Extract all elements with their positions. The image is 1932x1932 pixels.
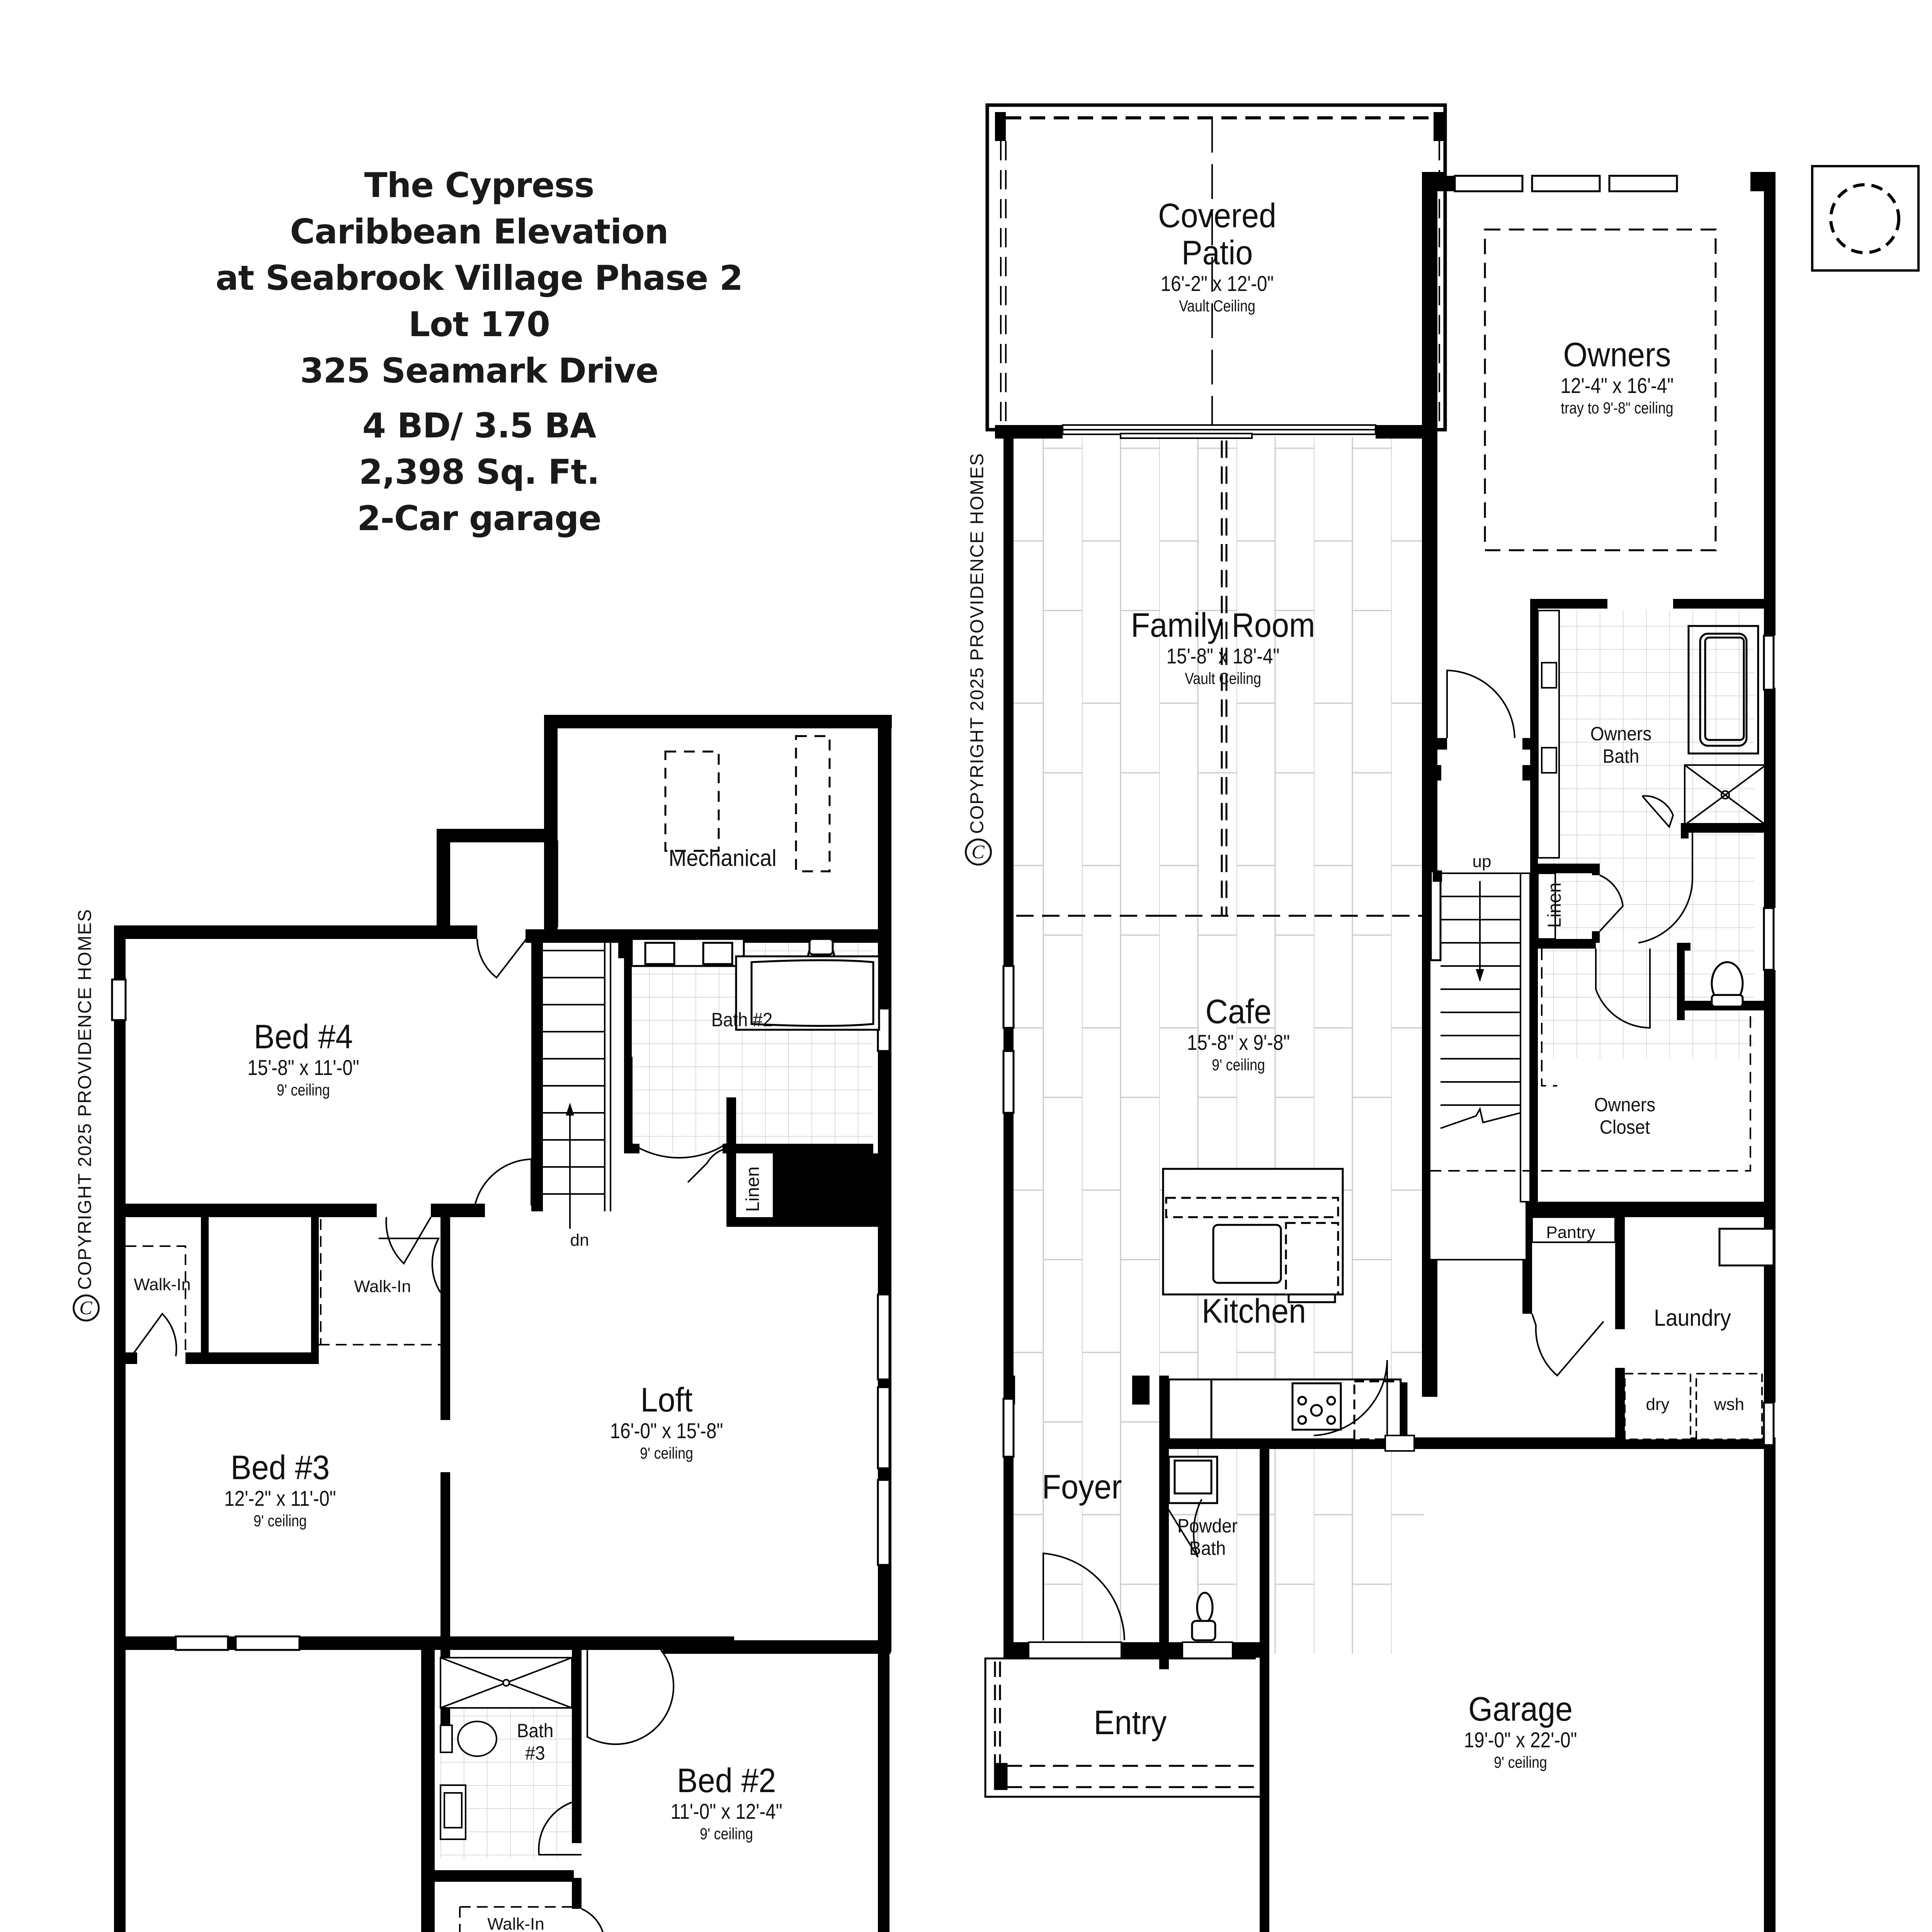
- copyright-text: COPYRIGHT 2025 PROVIDENCE HOMES: [967, 452, 988, 834]
- powder-bath-fixtures: [1168, 1456, 1218, 1641]
- room-entry: Entry: [1094, 1703, 1167, 1742]
- room-bath-2: Bath #2: [711, 1009, 773, 1031]
- foyer-floor: [1012, 1399, 1159, 1650]
- door-swings-1f: [1166, 669, 1694, 1558]
- elevation-name: Caribbean Elevation: [290, 212, 669, 252]
- copyright-first-floor: C COPYRIGHT 2025 PROVIDENCE HOMES: [965, 452, 992, 866]
- room-garage: Garage 19'-0" x 22'-0" 9' ceiling: [1464, 1690, 1577, 1772]
- bath2-fixtures: [631, 938, 880, 1031]
- room-owners-closet: Owners Closet: [1594, 1094, 1656, 1138]
- room-linen-second-floor: Linen: [743, 1166, 764, 1212]
- water-heater-area: [773, 1155, 879, 1225]
- copyright-text: COPYRIGHT 2025 PROVIDENCE HOMES: [75, 908, 95, 1290]
- room-walk-in-bed4-left: Walk-In: [134, 1275, 191, 1294]
- door-swings-2f: [131, 934, 735, 1932]
- owners-bath-windows: [1763, 634, 1775, 1446]
- room-loft: Loft 16'-0" x 15'-8" 9' ceiling: [610, 1381, 723, 1463]
- linen-closet-first-floor: [1537, 872, 1556, 940]
- room-walk-in-bed2: Walk-In: [487, 1915, 544, 1932]
- room-bed-2: Bed #2 11'-0" x 12'-4" 9' ceiling: [670, 1761, 782, 1843]
- room-owners-bath: Owners Bath: [1590, 723, 1652, 767]
- mechanical-equipment: [664, 735, 831, 872]
- room-walk-in-bed4-right: Walk-In: [354, 1277, 411, 1296]
- owners-toilet: [1711, 961, 1744, 1008]
- stairs-first-floor: [1429, 870, 1531, 1260]
- copyright-second-floor: C COPYRIGHT 2025 PROVIDENCE HOMES: [73, 908, 100, 1321]
- room-covered-patio: Covered Patio 16'-2" x 12'-0" Vault Ceil…: [1158, 196, 1277, 315]
- kitchen-counter: [1168, 1378, 1408, 1442]
- plan-name: The Cypress: [364, 165, 595, 205]
- kitchen-island: [1162, 1168, 1344, 1303]
- room-kitchen: Kitchen: [1201, 1292, 1306, 1330]
- family-windows: [1002, 965, 1015, 1458]
- vault-ceiling-lines: [1016, 440, 1431, 917]
- room-foyer: Foyer: [1042, 1468, 1122, 1506]
- room-linen-first-floor: Linen: [1544, 882, 1565, 928]
- owners-tray-ceiling: [1484, 228, 1717, 551]
- owners-shower: [1684, 764, 1767, 826]
- room-bath-3: Bath #3: [517, 1720, 554, 1764]
- owners-windows: [1454, 175, 1678, 192]
- room-cafe: Cafe 15'-8" x 9'-8" 9' ceiling: [1187, 992, 1290, 1074]
- washer-dryer: [1624, 1373, 1763, 1440]
- lot-number: Lot 170: [408, 304, 550, 344]
- stair-up-label: up: [1472, 852, 1492, 871]
- owners-tub: [1687, 625, 1759, 755]
- washer-label: wsh: [1714, 1395, 1745, 1414]
- stair-down-label: dn: [570, 1231, 589, 1250]
- entry-porch: [984, 1657, 1260, 1798]
- room-bed-3: Bed #3 12'-2" x 11'-0" 9' ceiling: [224, 1448, 336, 1530]
- second-floor-windows: [111, 978, 891, 1651]
- owners-closet-shelves: [1430, 943, 1751, 1213]
- patio-slider-door: [1062, 424, 1376, 439]
- room-laundry: Laundry: [1654, 1305, 1731, 1331]
- walkin-shelves-2f: [126, 1219, 572, 1932]
- room-powder-bath: Powder Bath: [1177, 1515, 1238, 1559]
- room-family-room: Family Room 15'-8" x 18'-4" Vault Ceilin…: [1131, 606, 1315, 688]
- copyright-symbol-icon: C: [965, 838, 992, 866]
- front-door: [1028, 1552, 1233, 1659]
- owners-vanity: [1537, 610, 1560, 859]
- covered-patio-outline: [985, 103, 1447, 432]
- stairs-second-floor: [543, 939, 611, 1229]
- beds-baths: 4 BD/ 3.5 BA: [362, 406, 596, 446]
- room-bed-4: Bed #4 15'-8" x 11'-0" 9' ceiling: [247, 1017, 359, 1099]
- hvac-pad: [1811, 165, 1920, 272]
- first-floor: [984, 103, 1920, 1932]
- room-pantry: Pantry: [1546, 1223, 1595, 1242]
- room-mechanical: Mechanical: [668, 845, 777, 871]
- street-address: 325 Seamark Drive: [300, 351, 658, 391]
- title-block: The Cypress Caribbean Elevation at Seabr…: [170, 162, 788, 542]
- copyright-symbol-icon: C: [73, 1294, 100, 1321]
- laundry-sink: [1718, 1228, 1775, 1267]
- room-owners: Owners 12'-4" x 16'-4" tray to 9'-8" cei…: [1560, 335, 1674, 417]
- garage-spec: 2-Car garage: [357, 498, 602, 538]
- pantry-shelf: [1531, 1216, 1616, 1243]
- community-name: at Seabrook Village Phase 2: [215, 258, 743, 298]
- square-footage: 2,398 Sq. Ft.: [359, 452, 600, 492]
- bath3-fixtures: [440, 1657, 573, 1840]
- dryer-label: dry: [1646, 1395, 1670, 1414]
- garage-door-interior: [1313, 1360, 1415, 1452]
